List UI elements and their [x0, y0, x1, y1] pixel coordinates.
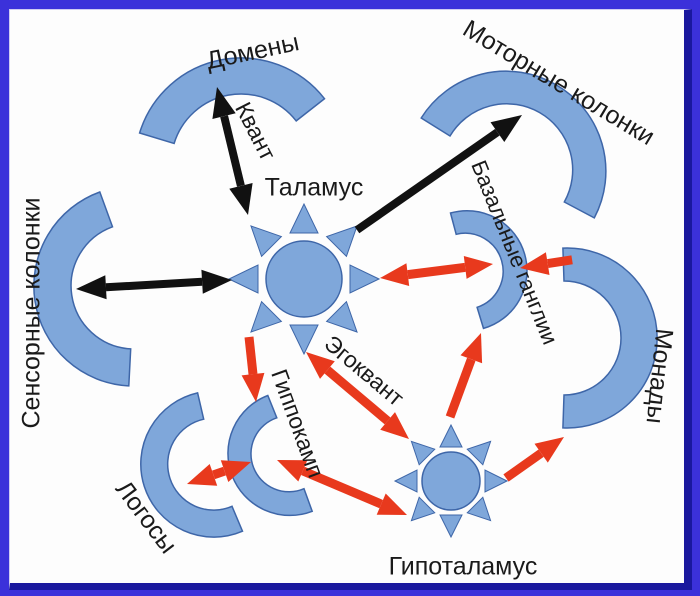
basal-ganglia-arc	[449, 209, 528, 330]
label-sensory-columns: Сенсорные колонки	[18, 197, 46, 428]
hippocampus-arc	[227, 394, 314, 517]
label-hypothalamus: Гипоталамус	[389, 553, 538, 581]
arrow-thalamus-basal-ganglia	[380, 256, 493, 286]
arrow-thalamus-domains	[212, 87, 253, 215]
arrow-thalamus-hippocampus	[241, 336, 265, 402]
arrow-monads-basal-ganglia	[520, 252, 573, 275]
thalamus-sun-core	[265, 240, 343, 318]
arrow-hypothalamus-basal-ganglia	[445, 333, 483, 419]
label-thalamus: Таламус	[265, 174, 364, 202]
arrow-thalamus-motor-columns	[354, 115, 522, 234]
diagram-svg: Домены Квант Таламус Моторные колонки Се…	[18, 15, 679, 581]
label-kvant: Квант	[230, 98, 281, 165]
hypothalamus-sun-ray	[439, 423, 463, 448]
arrow-logos-hippocampus	[187, 460, 251, 486]
domains-arc	[138, 57, 326, 145]
sensory-columns-arc	[33, 191, 132, 387]
arrow-thalamus-sensory-columns	[76, 269, 232, 300]
thalamus-sun-ray	[289, 202, 319, 234]
arrow-hypothalamus-monads	[503, 437, 564, 482]
hypothalamus-sun	[394, 423, 508, 538]
thalamus-sun	[228, 202, 380, 355]
monads-arc	[562, 247, 658, 429]
arrow-hippocampus-hypothalamus	[277, 460, 407, 515]
motor-columns-arc	[420, 70, 607, 219]
diagram-canvas: Домены Квант Таламус Моторные колонки Се…	[9, 9, 692, 590]
arrow-egokvant-thalamus-hypothalamus	[306, 352, 409, 439]
hypothalamus-sun-core	[421, 451, 481, 511]
logos-arc	[140, 392, 244, 538]
